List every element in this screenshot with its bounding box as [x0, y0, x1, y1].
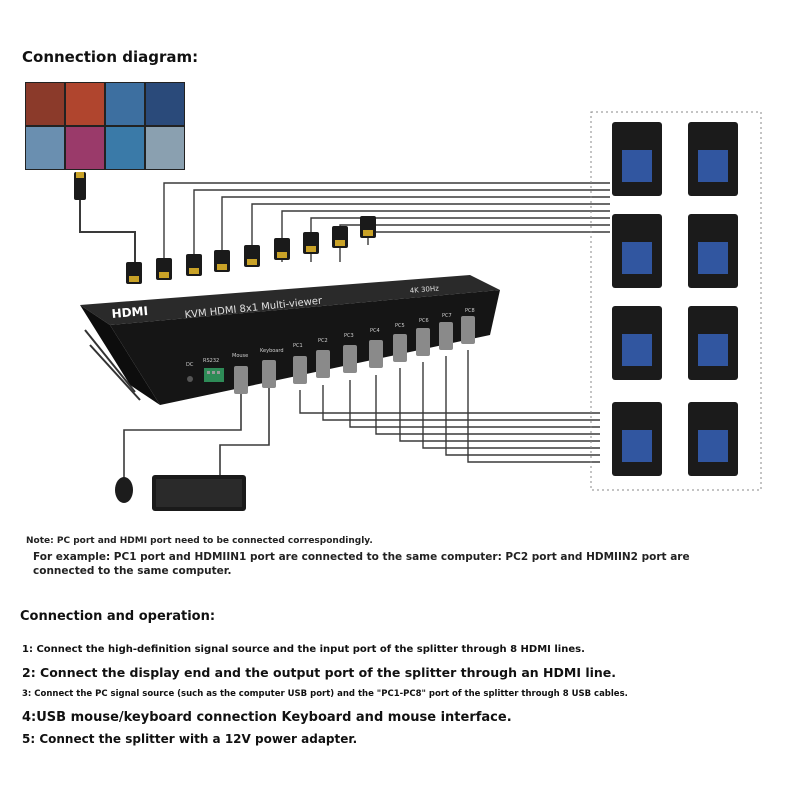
- hdmi-output-cable: [74, 172, 136, 262]
- port-label-pc5: PC5: [395, 323, 405, 329]
- computer-tower-3: [612, 214, 662, 288]
- hdmi-input-connectors: [126, 216, 376, 284]
- mouse-keyboard-cables: [123, 388, 270, 480]
- port-label-keyboard: Keyboard: [260, 348, 284, 354]
- operation-step-2: 2: Connect the display end and the outpu…: [22, 665, 617, 680]
- connection-diagram: HDMI KVM HDMI 8x1 Multi-viewer 4K 30Hz D…: [25, 82, 762, 511]
- note-line-2: For example: PC1 port and HDMIIN1 port a…: [33, 551, 690, 563]
- display-monitor: [25, 82, 185, 170]
- usb-connectors: [234, 316, 475, 394]
- port-label-rs232: RS232: [203, 358, 219, 364]
- computer-tower-2: [688, 122, 738, 196]
- port-label-pc6: PC6: [419, 318, 429, 324]
- computer-towers: [612, 122, 738, 476]
- computers-group-frame: [590, 111, 762, 491]
- operation-heading: Connection and operation:: [20, 609, 216, 624]
- port-label-dc: DC: [186, 362, 194, 368]
- port-label-mouse: Mouse: [232, 353, 248, 359]
- diagram-title: Connection diagram:: [22, 48, 199, 66]
- port-label-pc7: PC7: [442, 313, 452, 319]
- operation-step-1: 1: Connect the high-definition signal so…: [22, 644, 585, 655]
- computer-tower-8: [688, 402, 738, 476]
- computer-tower-7: [612, 402, 662, 476]
- operation-step-4: 4:USB mouse/keyboard connection Keyboard…: [22, 710, 512, 725]
- computer-tower-1: [612, 122, 662, 196]
- port-label-pc8: PC8: [465, 308, 475, 314]
- kvm-multiviewer-device: HDMI KVM HDMI 8x1 Multi-viewer 4K 30Hz D…: [80, 275, 500, 405]
- note-line-1: Note: PC port and HDMI port need to be c…: [26, 536, 373, 546]
- device-tag-label: 4K 30Hz: [409, 284, 439, 295]
- port-label-pc4: PC4: [370, 328, 380, 334]
- usb-mouse: [115, 477, 133, 503]
- port-label-pc2: PC2: [318, 338, 328, 344]
- computer-tower-6: [688, 306, 738, 380]
- operation-step-5: 5: Connect the splitter with a 12V power…: [22, 732, 358, 746]
- device-brand-label: HDMI: [111, 304, 149, 321]
- port-label-pc1: PC1: [293, 343, 303, 349]
- port-label-pc3: PC3: [344, 333, 354, 339]
- computer-tower-4: [688, 214, 738, 288]
- operation-step-3: 3: Connect the PC signal source (such as…: [22, 689, 628, 699]
- usb-keyboard: [152, 475, 246, 511]
- computer-tower-5: [612, 306, 662, 380]
- note-line-3: connected to the same computer.: [33, 565, 232, 577]
